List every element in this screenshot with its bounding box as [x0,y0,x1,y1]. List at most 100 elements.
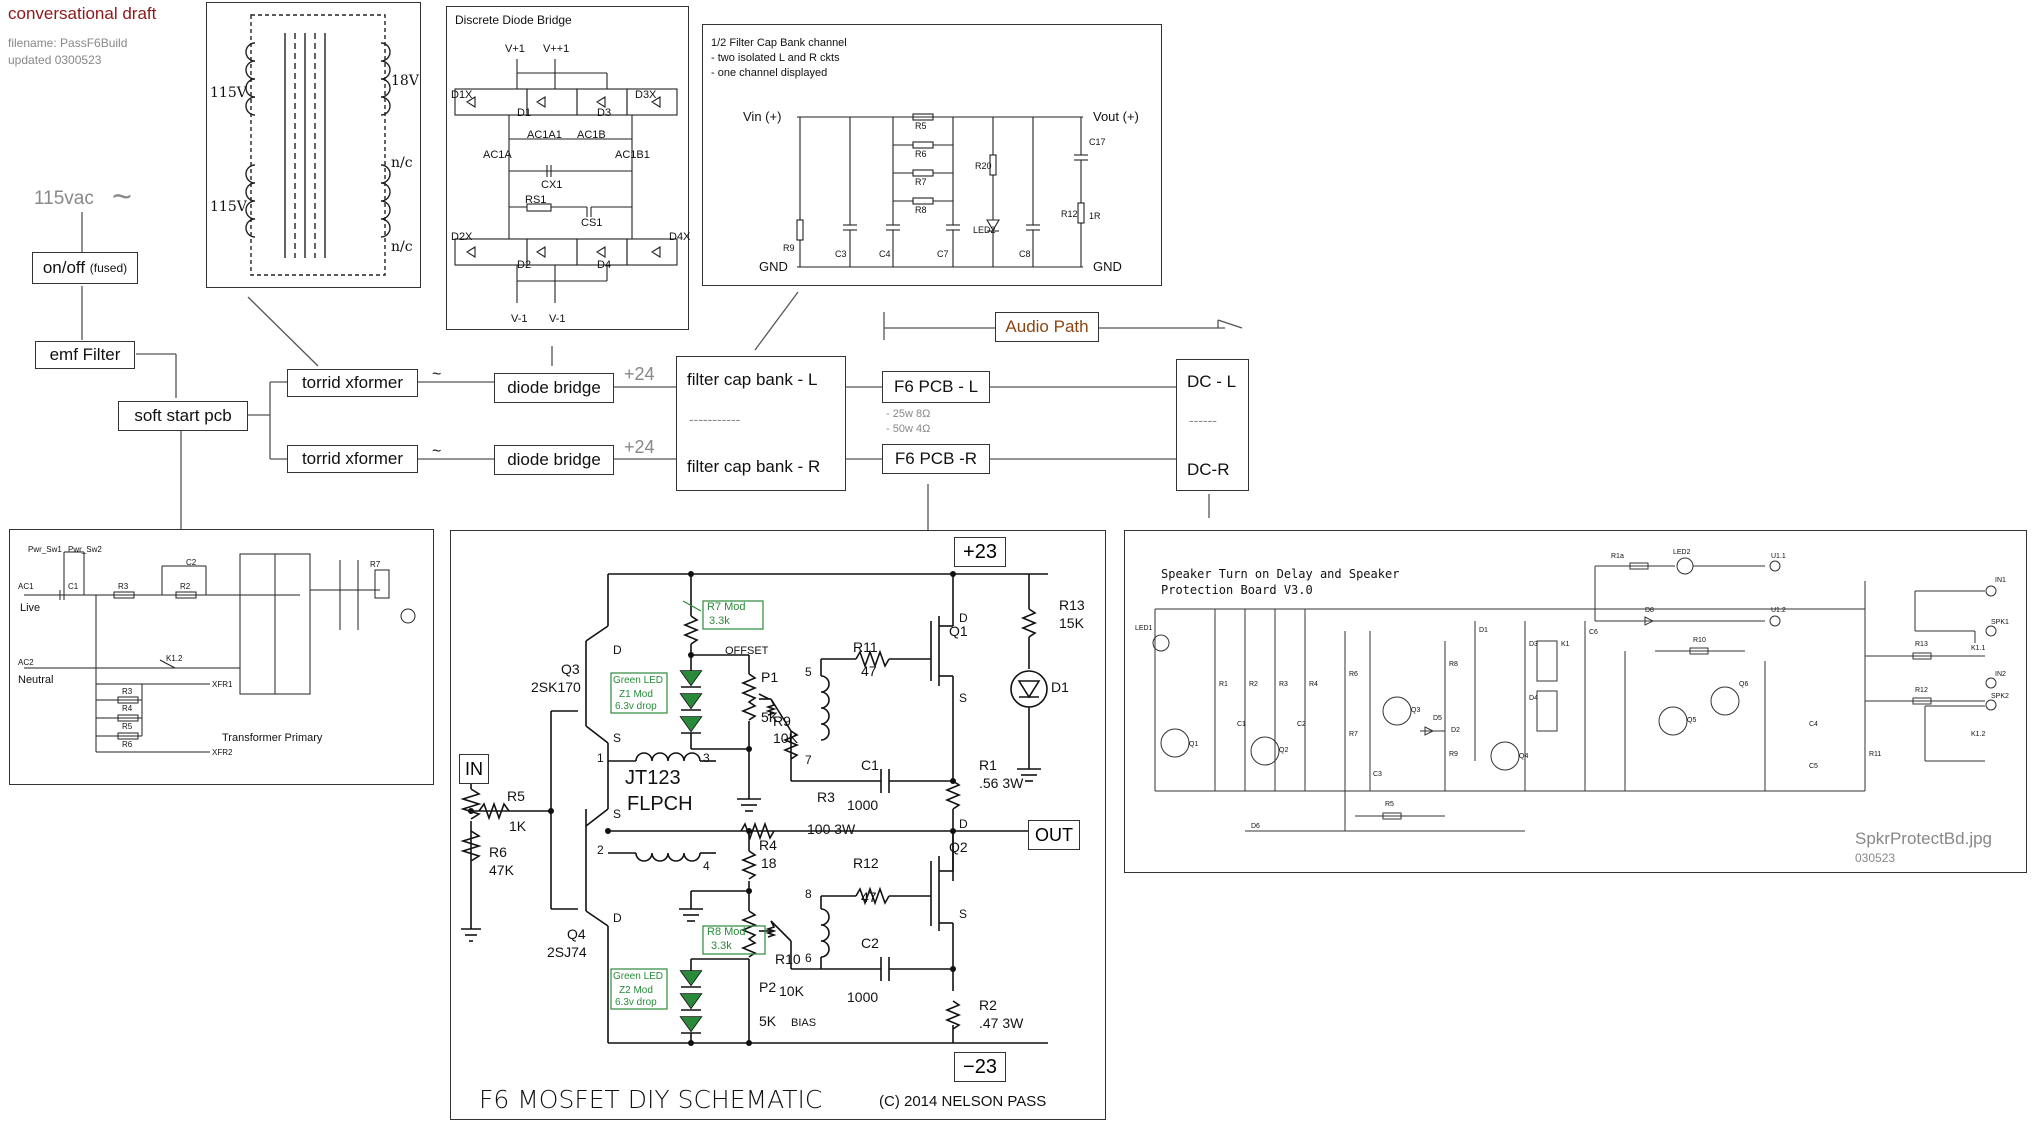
transformer-schematic-panel: 115V 115V 18V n/c n/c [206,2,421,288]
diode-bridge-title: Discrete Diode Bridge [455,13,572,27]
spk-d1: D1 [1479,627,1488,634]
spk-d3: D3 [1529,641,1538,648]
capbank-r20: R20 [975,161,992,171]
spk-k1: K1 [1561,641,1570,648]
spk-q1: Q1 [1189,741,1199,748]
f6-pin3: 3 [703,751,710,765]
rail-plus24-bottom: +24 [624,437,655,457]
spk-u11: U1.1 [1771,553,1786,560]
spk-c3: C3 [1373,771,1382,778]
capbank-c4: C4 [879,249,891,259]
bridge-label-d4x: D4X [669,231,691,243]
capbank-r12: R12 [1061,209,1078,219]
primary-r5: R5 [122,722,133,731]
primary-xfr1: XFR1 [212,680,233,689]
f6-r13-value: 15K [1059,615,1084,631]
capbank-r8: R8 [915,205,927,215]
capbank-1r: 1R [1089,211,1101,221]
capbank-c7: C7 [937,249,949,259]
spk-r2: R2 [1249,681,1258,688]
filename-label: filename: PassF6Build [8,36,128,50]
f6-green-led-1: Green LED [613,675,664,686]
spk-k11: K1.1 [1971,645,1986,652]
diode-bridge-panel: Discrete Diode Bridge V+1 [446,6,691,330]
capbank-panel-title: 1/2 Filter Cap Bank channel [711,37,847,49]
bridge-label-d3: D3 [597,107,612,119]
spk-c2: C2 [1297,721,1306,728]
capbank-gnd-left: GND [759,259,788,274]
f6-r1: R1 [979,757,997,773]
capbank-led2: LED2 [973,225,996,235]
spk-r10: R10 [1693,637,1706,644]
bridge-label-d1x: D1X [451,89,473,101]
f6-schematic-panel: +23 −23 IN OUT Q3 2SK170 Q4 2SJ74 D S S … [450,530,1106,1120]
f6-r2-value: .47 3W [979,1015,1024,1031]
mains-voltage-label: 115vac [34,188,94,209]
f6-r2: R2 [979,997,997,1013]
torrid-xformer-top-block: torrid xformer [287,369,418,397]
f6-c1-value: 1000 [847,797,879,813]
f6-pin2: 2 [597,843,604,857]
f6-r9-value: 10K [773,730,798,746]
diode-bridge-drawing [454,59,678,303]
primary-drawing [24,551,416,753]
onoff-switch-block: on/off (fused) [32,252,138,284]
f6-q1-s: S [959,691,968,705]
f6-pcb-left-block: F6 PCB - L [882,371,990,403]
f6-p2: P2 [759,979,777,995]
nc-label-2: n/c [391,239,413,255]
f6-pin4: 4 [703,859,710,873]
spk-q2: Q2 [1279,747,1289,754]
spk-c1: C1 [1237,721,1246,728]
spk-title-line1: Speaker Turn on Delay and Speaker [1161,567,1400,581]
spk-c4: C4 [1809,721,1818,728]
f6-pin6: 6 [805,951,812,965]
f6-r5: R5 [507,788,525,804]
power-note-8ohm: - 25w 8Ω [886,408,931,420]
spk-d2: D2 [1451,727,1460,734]
bridge-label-d2x: D2X [451,231,473,243]
bridge-label-cx1: CX1 [541,179,563,191]
spk-r5: R5 [1385,801,1394,808]
spk-r3: R3 [1279,681,1288,688]
f6-q3-d: D [613,643,622,657]
primary-ac2: AC2 [18,658,34,667]
bridge-label-d3x: D3X [635,89,657,101]
f6-r9: R9 [773,713,791,729]
f6-jt123: JT123 [625,767,681,789]
primary-c2: C2 [186,558,197,567]
spk-u12: U1.2 [1771,607,1786,614]
spk-caption: SpkrProtectBd.jpg [1855,829,1993,848]
f6-r12-value: 47 [861,889,877,905]
onoff-fused-note: (fused) [89,261,128,275]
capbank-drawing [796,113,1088,268]
spk-q5: Q5 [1687,717,1697,724]
nc-label-1: n/c [391,155,413,171]
ac-tilde-top: ~ [432,366,442,383]
f6-pin5: 5 [805,665,812,679]
f6-q4-d: D [613,911,622,925]
f6-q1: Q1 [949,623,968,639]
ac-tilde-icon: ~ [112,178,132,216]
f6-c2: C2 [861,935,879,951]
primary-xfr2: XFR2 [212,748,233,757]
f6-copyright: (C) 2014 NELSON PASS [879,1093,1047,1110]
f6-q3: Q3 [561,661,580,677]
spk-spk1: SPK1 [1991,619,2009,626]
capbank-r7: R7 [915,177,927,187]
primary-r4: R4 [122,704,133,713]
f6-pin8: 8 [805,887,812,901]
secondary-voltage: 18V [391,73,419,89]
primary-live: Live [20,602,41,614]
f6-p1: P1 [761,669,779,685]
spk-q3: Q3 [1411,707,1421,714]
primary-r3b: R3 [122,687,133,696]
bridge-label-cs1: CS1 [581,217,603,229]
f6-q4: Q4 [567,926,586,942]
f6-r11: R11 [853,639,878,655]
spk-r11: R11 [1869,751,1882,758]
spk-d6: D6 [1251,823,1260,830]
capbank-vout: Vout (+) [1093,109,1139,124]
f6-r1-value: .56 3W [979,775,1024,791]
